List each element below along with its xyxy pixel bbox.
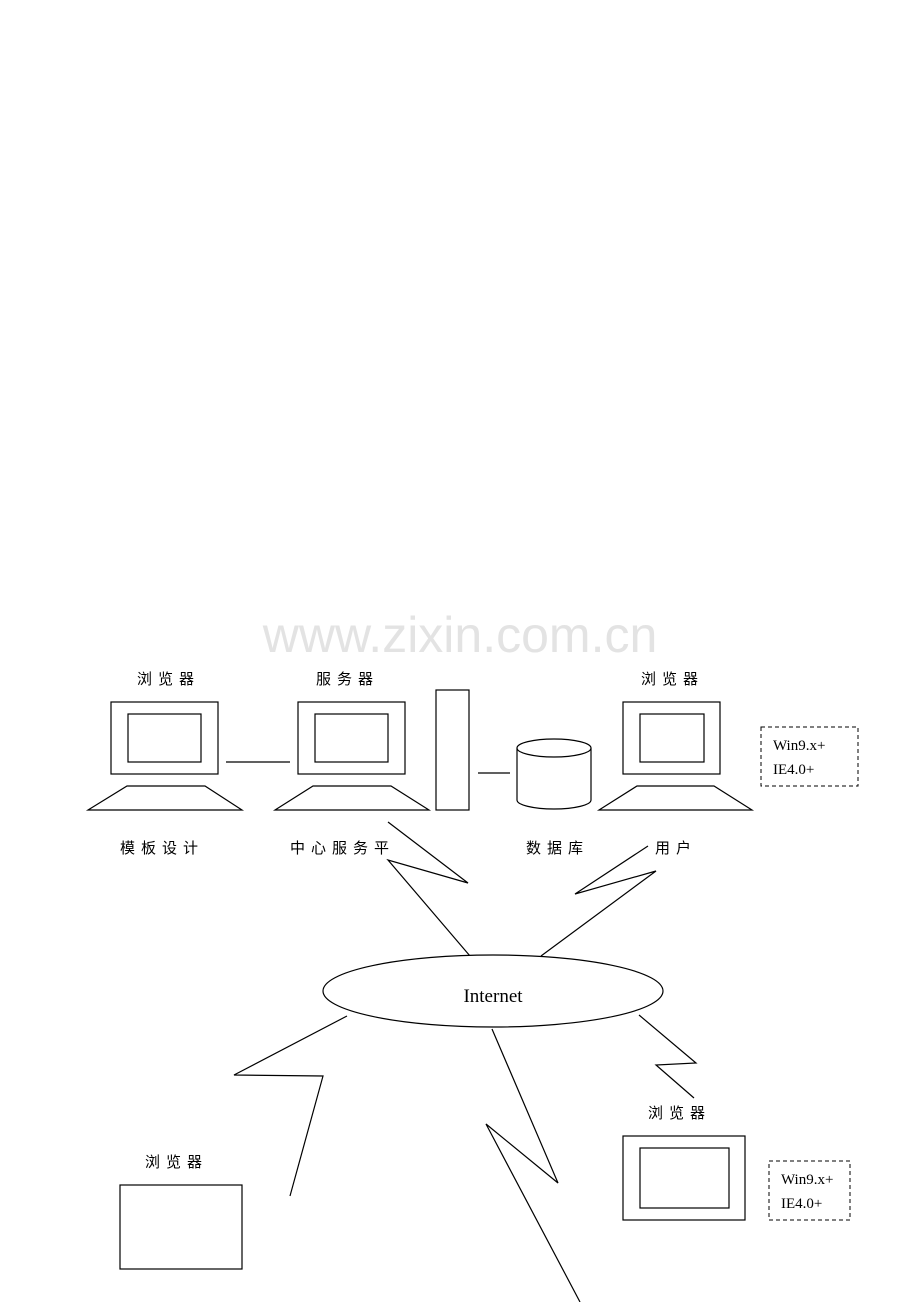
note-frame bbox=[768, 1160, 851, 1221]
label-user: 用户 bbox=[655, 839, 697, 857]
link-user-internet bbox=[540, 845, 657, 957]
monitor-bottom-left bbox=[119, 1184, 243, 1270]
cylinder-body bbox=[516, 748, 592, 810]
monitor-screen bbox=[639, 1147, 730, 1209]
label-database: 数据库 bbox=[526, 839, 589, 857]
note-frame bbox=[760, 726, 859, 787]
note-line1: Win9.x+ bbox=[781, 1172, 833, 1188]
watermark: www.zixin.com.cn bbox=[262, 607, 658, 663]
monitor-screen bbox=[127, 713, 202, 763]
note-line2: IE4.0+ bbox=[773, 762, 814, 778]
label-browser-bottom-right: 浏览器 bbox=[648, 1104, 711, 1122]
label-browser-right: 浏览器 bbox=[641, 670, 704, 688]
keyboard bbox=[85, 785, 245, 811]
server-tower bbox=[435, 689, 470, 811]
database-icon bbox=[516, 738, 592, 810]
label-template-design: 模板设计 bbox=[120, 839, 204, 857]
label-browser-bottom-left: 浏览器 bbox=[145, 1153, 208, 1171]
label-center-server: 中心服务平 bbox=[290, 839, 395, 857]
internet-cloud bbox=[322, 954, 664, 1028]
internet-label: Internet bbox=[463, 986, 523, 1007]
link-internet-bottom-left bbox=[233, 1015, 348, 1197]
monitor-bottom-right bbox=[622, 1135, 746, 1221]
monitor-screen bbox=[314, 713, 389, 763]
keyboard bbox=[272, 785, 432, 811]
link-internet-bottom-right bbox=[638, 1014, 698, 1099]
label-browser-left: 浏览器 bbox=[137, 670, 200, 688]
keyboard bbox=[596, 785, 755, 811]
computer-template-design bbox=[85, 701, 245, 811]
monitor-screen bbox=[639, 713, 705, 763]
link-internet-bottom-center bbox=[485, 1028, 581, 1302]
computer-user bbox=[596, 701, 755, 811]
computer-server bbox=[272, 701, 432, 811]
link-center-internet bbox=[386, 821, 471, 957]
note-line1: Win9.x+ bbox=[773, 738, 825, 754]
note-line2: IE4.0+ bbox=[781, 1196, 822, 1212]
note-box-top: Win9.x+ IE4.0+ bbox=[760, 726, 859, 787]
label-server: 服务器 bbox=[316, 670, 379, 688]
note-box-bottom: Win9.x+ IE4.0+ bbox=[768, 1160, 851, 1221]
cylinder-top bbox=[516, 738, 592, 758]
